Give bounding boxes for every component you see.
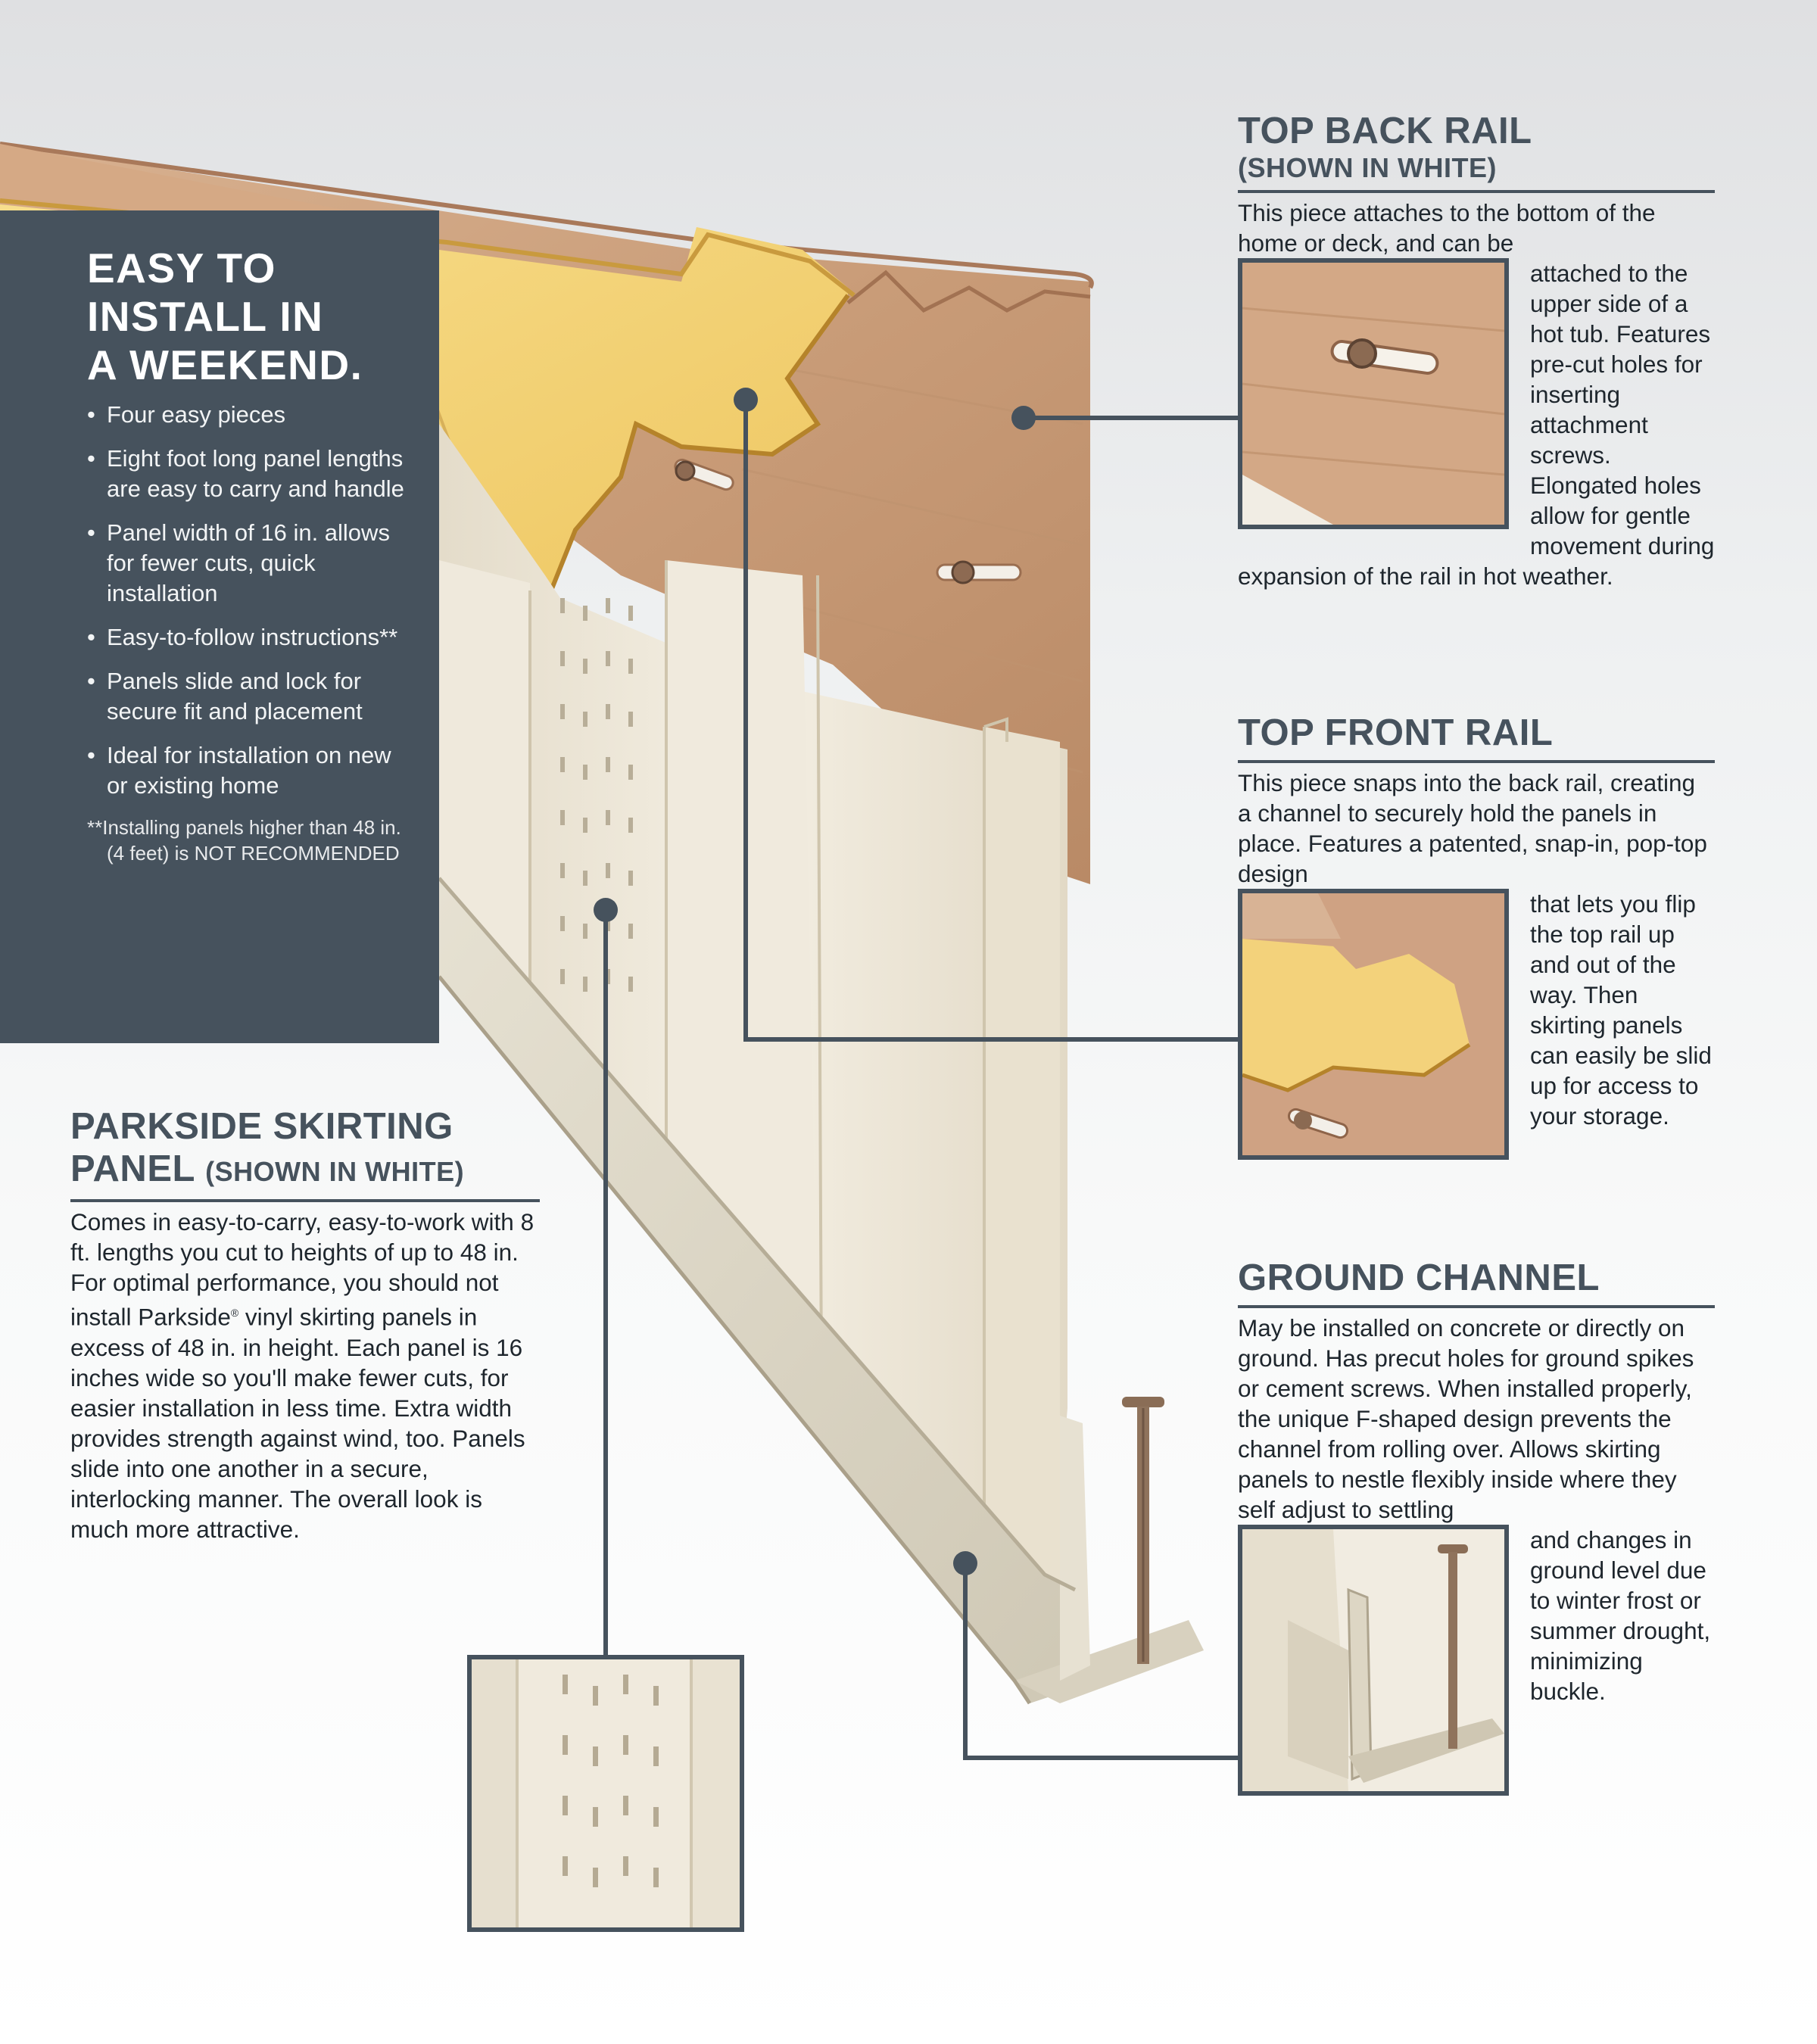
title-rule xyxy=(1238,760,1715,763)
feature-list: Four easy pieces Eight foot long panel l… xyxy=(87,400,409,801)
registered-mark: ® xyxy=(230,1307,239,1319)
ground-channel-closeup-photo xyxy=(1238,1525,1509,1796)
feature-bullet: Eight foot long panel lengths are easy t… xyxy=(87,444,409,504)
skirting-panel-section: PARKSIDE SKIRTING PANEL (SHOWN IN WHITE)… xyxy=(70,1105,540,1544)
callout-lines xyxy=(603,400,1242,1760)
back-rail-closeup-photo xyxy=(1238,258,1509,529)
feature-bullet: Panel width of 16 in. allows for fewer c… xyxy=(87,518,409,609)
title-rule xyxy=(1238,1305,1715,1308)
front-rail-closeup-photo xyxy=(1238,889,1509,1160)
vent-panel-closeup-photo xyxy=(467,1655,744,1932)
intro-heading-line: EASY TO xyxy=(87,245,276,291)
section-text-part: Comes in easy-to-carry, easy-to-work wit… xyxy=(70,1208,535,1331)
section-text: May be installed on concrete or directly… xyxy=(1238,1314,1694,1523)
section-text: This piece attaches to the bottom of the… xyxy=(1238,199,1656,257)
section-text-part: vinyl skirting panels in excess of 48 in… xyxy=(70,1303,525,1543)
section-text: and changes in ground level due to winte… xyxy=(1530,1526,1711,1705)
intro-heading-line: INSTALL IN xyxy=(87,293,324,340)
screw-slot xyxy=(674,458,734,491)
footnote-mark: ** xyxy=(87,816,103,839)
section-text: attached to the upper side of a hot tub.… xyxy=(1238,260,1715,590)
section-text: This piece snaps into the back rail, cre… xyxy=(1238,769,1707,887)
section-title: TOP FRONT RAIL xyxy=(1238,712,1554,753)
feature-bullet: Panels slide and lock for secure fit and… xyxy=(87,666,409,727)
section-title: PARKSIDE SKIRTING PANEL (SHOWN IN WHITE) xyxy=(70,1105,540,1193)
section-subtitle: (SHOWN IN WHITE) xyxy=(205,1156,465,1187)
ground-channel-closeup-icon xyxy=(1242,1529,1504,1791)
section-text: that lets you flip the top rail up and o… xyxy=(1530,890,1712,1129)
footnote: **Installing panels higher than 48 in. (… xyxy=(87,815,409,866)
top-front-rail-section: TOP FRONT RAIL This piece snaps into the… xyxy=(1238,712,1715,1166)
section-title-line: PARKSIDE SKIRTING xyxy=(70,1106,453,1147)
section-subtitle: (SHOWN IN WHITE) xyxy=(1238,152,1497,183)
title-rule xyxy=(70,1199,540,1202)
vent-panel-closeup-icon xyxy=(472,1659,740,1927)
back-rail-closeup-icon xyxy=(1242,263,1504,525)
skirting-panel xyxy=(439,424,1067,1688)
ground-channel xyxy=(438,877,1204,1705)
top-back-rail-section: TOP BACK RAIL (SHOWN IN WHITE) This piec… xyxy=(1238,110,1715,591)
section-text: Comes in easy-to-carry, easy-to-work wit… xyxy=(70,1207,540,1544)
ground-channel-section: GROUND CHANNEL May be installed on concr… xyxy=(1238,1257,1715,1802)
intro-heading: EASY TO INSTALL IN A WEEKEND. xyxy=(87,244,409,389)
intro-box: EASY TO INSTALL IN A WEEKEND. Four easy … xyxy=(0,210,439,1043)
feature-bullet: Four easy pieces xyxy=(87,400,409,430)
screw-slot xyxy=(936,560,1022,584)
callout-dots xyxy=(594,388,1036,1575)
section-title-line: PANEL xyxy=(70,1148,195,1189)
ground-spike xyxy=(1122,1397,1164,1664)
feature-bullet: Ideal for installation on new or existin… xyxy=(87,740,409,801)
section-title: TOP BACK RAIL xyxy=(1238,111,1532,151)
footnote-text: Installing panels higher than 48 in. (4 … xyxy=(102,816,401,865)
section-title: GROUND CHANNEL xyxy=(1238,1257,1600,1298)
title-rule xyxy=(1238,190,1715,193)
intro-heading-line: A WEEKEND. xyxy=(87,341,363,388)
front-rail-closeup-icon xyxy=(1242,893,1504,1155)
feature-bullet: Easy-to-follow instructions** xyxy=(87,622,409,653)
